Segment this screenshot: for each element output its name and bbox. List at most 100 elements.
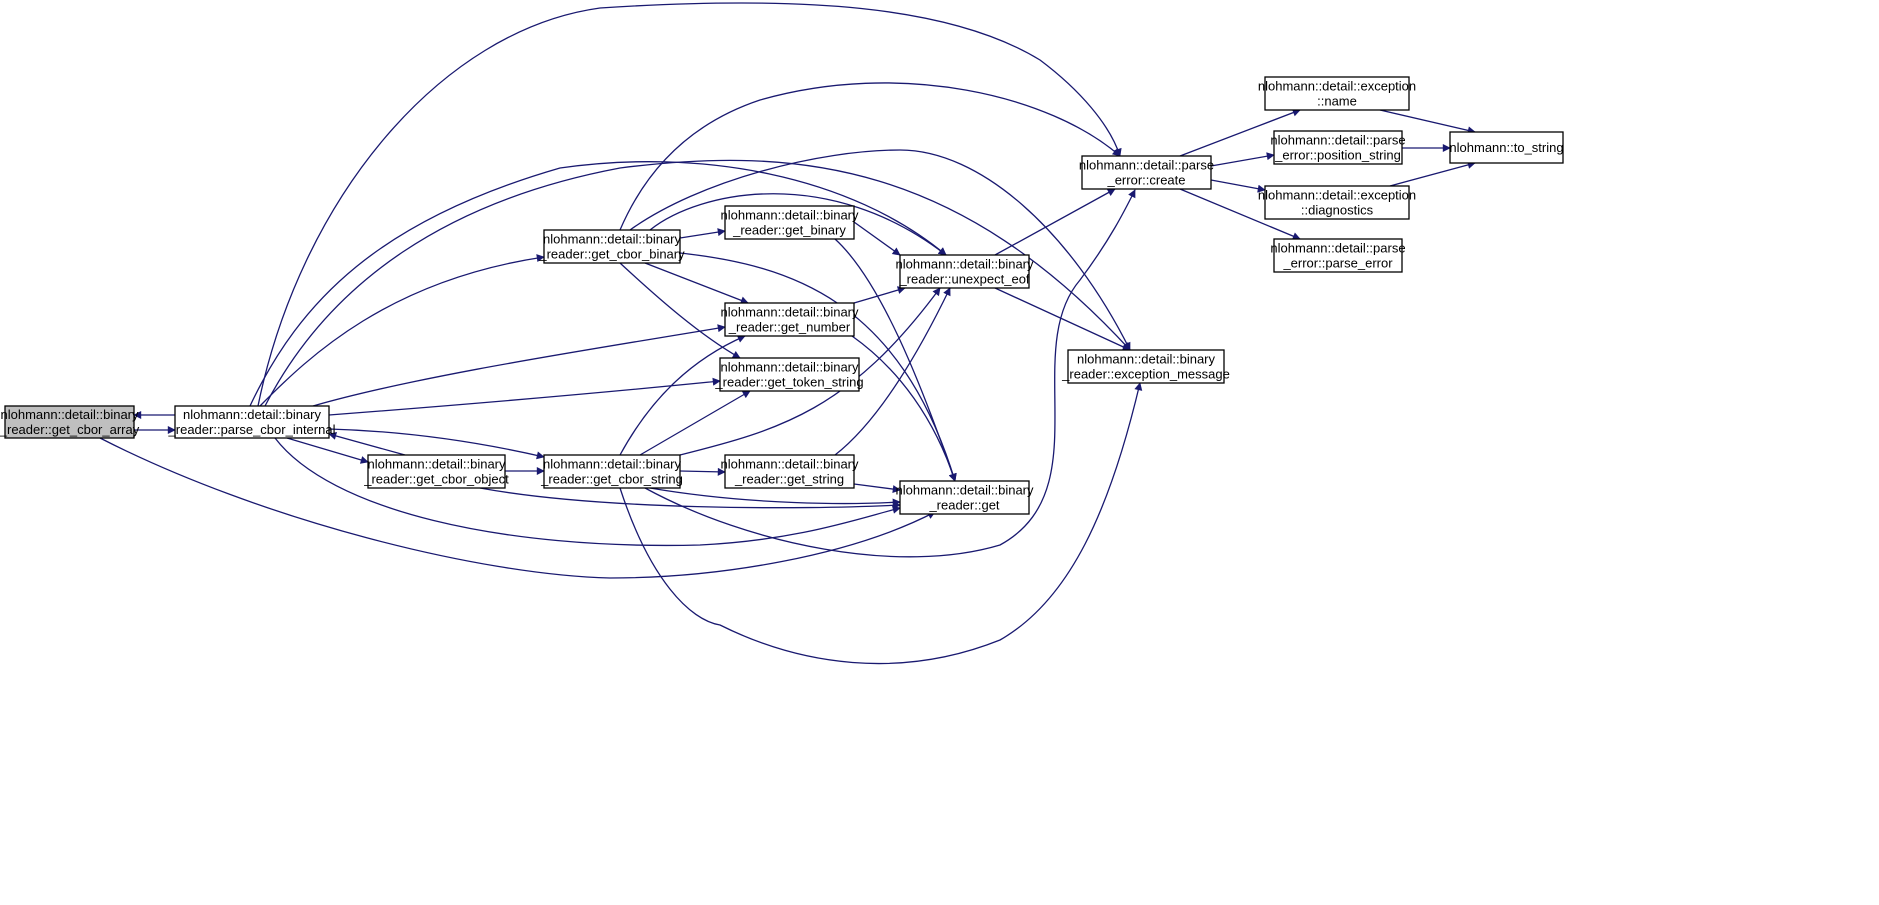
edge-get-cbor-string-to-get-number bbox=[619, 335, 746, 456]
node-label-line: nlohmann::detail::binary bbox=[720, 208, 859, 223]
node-label-line: nlohmann::to_string bbox=[1449, 140, 1563, 155]
edge-parse-cbor-internal-to-get-cbor-object bbox=[286, 437, 369, 464]
edge-exception-name-to-to-string bbox=[1379, 109, 1476, 135]
edge-parse-error-create-to-exception-name bbox=[1179, 108, 1301, 157]
node-box bbox=[1273, 130, 1403, 165]
node-label-line: _reader::get_cbor_binary bbox=[538, 247, 685, 262]
edge-parse-error-create-to-position-string bbox=[1210, 152, 1275, 167]
node-label-line: nlohmann::detail::binary bbox=[0, 407, 139, 422]
edge-get-cbor-binary-to-parse-error-create bbox=[619, 82, 1121, 231]
node-label-line: _reader::get_cbor_string bbox=[540, 472, 683, 487]
node-get-cbor-binary[interactable]: nlohmann::detail::binary_reader::get_cbo… bbox=[538, 229, 685, 264]
node-get[interactable]: nlohmann::detail::binary_reader::get bbox=[895, 480, 1034, 515]
node-label-line: _error::position_string bbox=[1274, 148, 1401, 163]
edge-parse-cbor-internal-to-get-cbor-binary bbox=[259, 254, 545, 407]
node-get-cbor-array[interactable]: nlohmann::detail::binary_reader::get_cbo… bbox=[0, 405, 140, 439]
edge-get-cbor-string-to-get-string bbox=[679, 467, 726, 476]
edge-get-cbor-object-to-get bbox=[479, 487, 901, 510]
node-box bbox=[724, 205, 855, 240]
node-box bbox=[543, 229, 681, 264]
node-get-string[interactable]: nlohmann::detail::binary_reader::get_str… bbox=[720, 454, 859, 489]
edge-get-cbor-object-to-parse-cbor-internal bbox=[328, 432, 406, 456]
node-label-line: _error::parse_error bbox=[1282, 256, 1393, 271]
node-box bbox=[1264, 185, 1410, 220]
node-parse-cbor-internal[interactable]: nlohmann::detail::binary_reader::parse_c… bbox=[168, 405, 336, 439]
node-label-line: _reader::get_number bbox=[728, 320, 851, 335]
edge-get-string-to-get bbox=[853, 483, 901, 494]
edge-get-cbor-array-to-get bbox=[99, 437, 936, 579]
node-box bbox=[1273, 238, 1403, 273]
edge-get-string-to-unexpect-eof bbox=[834, 287, 951, 456]
edge-get-binary-to-get bbox=[834, 238, 957, 482]
node-box bbox=[1264, 76, 1410, 111]
node-label-line: ::name bbox=[1317, 94, 1357, 109]
edge-get-cbor-binary-to-get-number bbox=[644, 262, 749, 305]
node-get-token-string[interactable]: nlohmann::detail::binary_reader::get_tok… bbox=[714, 357, 864, 392]
node-box bbox=[1081, 155, 1212, 190]
node-label-line: _reader::get_token_string bbox=[714, 375, 863, 390]
node-label-line: _reader::get bbox=[928, 498, 999, 513]
node-box bbox=[174, 405, 330, 439]
edge-exception-diagnostics-to-to-string bbox=[1389, 161, 1476, 187]
node-label-line: nlohmann::detail::exception bbox=[1258, 188, 1416, 203]
edge-unexpect-eof-to-parse-error-create bbox=[994, 188, 1116, 256]
edge-parse-cbor-internal-to-get-number bbox=[312, 324, 726, 407]
node-label-line: _error::create bbox=[1106, 173, 1185, 188]
node-label-line: nlohmann::detail::parse bbox=[1270, 133, 1405, 148]
node-label-line: ::diagnostics bbox=[1301, 203, 1374, 218]
edge-parse-cbor-internal-to-get-token-string bbox=[328, 377, 721, 416]
node-box bbox=[899, 254, 1030, 289]
edge-parse-error-create-to-parse-error-ctor bbox=[1179, 188, 1301, 240]
node-exception-name[interactable]: nlohmann::detail::exception::name bbox=[1258, 76, 1416, 111]
edge-get-cbor-string-to-get-token-string bbox=[639, 390, 751, 456]
node-get-cbor-object[interactable]: nlohmann::detail::binary_reader::get_cbo… bbox=[363, 454, 509, 489]
node-label-line: _reader::get_binary bbox=[732, 223, 846, 238]
node-label-line: nlohmann::detail::binary bbox=[720, 360, 859, 375]
edge-get-number-to-unexpect-eof bbox=[853, 286, 906, 304]
node-exception-diagnostics[interactable]: nlohmann::detail::exception::diagnostics bbox=[1258, 185, 1416, 220]
edge-get-cbor-string-to-parse-error-create bbox=[644, 189, 1136, 558]
node-label-line: _reader::parse_cbor_internal bbox=[168, 422, 336, 437]
node-label-line: _reader::get_cbor_array bbox=[0, 422, 140, 437]
edge-get-number-to-get bbox=[851, 335, 957, 482]
node-label-line: nlohmann::detail::binary bbox=[543, 232, 682, 247]
node-box bbox=[1067, 349, 1225, 384]
edge-parse-cbor-internal-to-parse-error-create bbox=[257, 2, 1122, 407]
edge-parse-cbor-internal-to-get-cbor-string bbox=[328, 428, 545, 460]
node-box bbox=[367, 454, 506, 489]
node-box bbox=[1449, 131, 1564, 164]
node-to-string[interactable]: nlohmann::to_string bbox=[1449, 131, 1564, 164]
edge-get-cbor-binary-to-get-token-string bbox=[619, 262, 741, 359]
node-label-line: nlohmann::detail::parse bbox=[1079, 158, 1214, 173]
node-parse-error-ctor[interactable]: nlohmann::detail::parse_error::parse_err… bbox=[1270, 238, 1406, 273]
node-box bbox=[4, 405, 135, 439]
node-box bbox=[724, 454, 855, 489]
node-label-line: nlohmann::detail::exception bbox=[1258, 79, 1416, 94]
edge-get-cbor-string-to-exception-message bbox=[619, 382, 1143, 665]
node-unexpect-eof[interactable]: nlohmann::detail::binary_reader::unexpec… bbox=[895, 254, 1034, 289]
node-position-string[interactable]: nlohmann::detail::parse_error::position_… bbox=[1270, 130, 1406, 165]
node-exception-message[interactable]: nlohmann::detail::binary_reader::excepti… bbox=[1061, 349, 1230, 384]
node-get-cbor-string[interactable]: nlohmann::detail::binary_reader::get_cbo… bbox=[540, 454, 683, 489]
node-box bbox=[899, 480, 1030, 515]
node-label-line: nlohmann::detail::binary bbox=[543, 457, 682, 472]
edge-get-cbor-string-to-get bbox=[649, 487, 901, 507]
node-label-line: nlohmann::detail::binary bbox=[367, 457, 506, 472]
node-label-line: nlohmann::detail::binary bbox=[183, 407, 322, 422]
node-parse-error-create[interactable]: nlohmann::detail::parse_error::create bbox=[1079, 155, 1214, 190]
node-label-line: nlohmann::detail::binary bbox=[720, 305, 859, 320]
node-label-line: _reader::get_string bbox=[734, 472, 844, 487]
node-get-binary[interactable]: nlohmann::detail::binary_reader::get_bin… bbox=[720, 205, 859, 240]
edge-parse-cbor-internal-to-unexpect-eof bbox=[249, 161, 947, 407]
node-label-line: _reader::unexpect_eof bbox=[898, 272, 1029, 287]
node-box bbox=[724, 302, 855, 337]
node-get-number[interactable]: nlohmann::detail::binary_reader::get_num… bbox=[720, 302, 859, 337]
edge-get-cbor-binary-to-get-binary bbox=[679, 228, 726, 239]
node-label-line: _reader::exception_message bbox=[1061, 367, 1230, 382]
edge-get-cbor-string-to-unexpect-eof bbox=[679, 287, 941, 456]
edge-parse-error-create-to-exception-diagnostics bbox=[1210, 179, 1266, 193]
node-label-line: nlohmann::detail::binary bbox=[895, 483, 1034, 498]
node-label-line: _reader::get_cbor_object bbox=[363, 472, 509, 487]
node-label-line: nlohmann::detail::binary bbox=[720, 457, 859, 472]
